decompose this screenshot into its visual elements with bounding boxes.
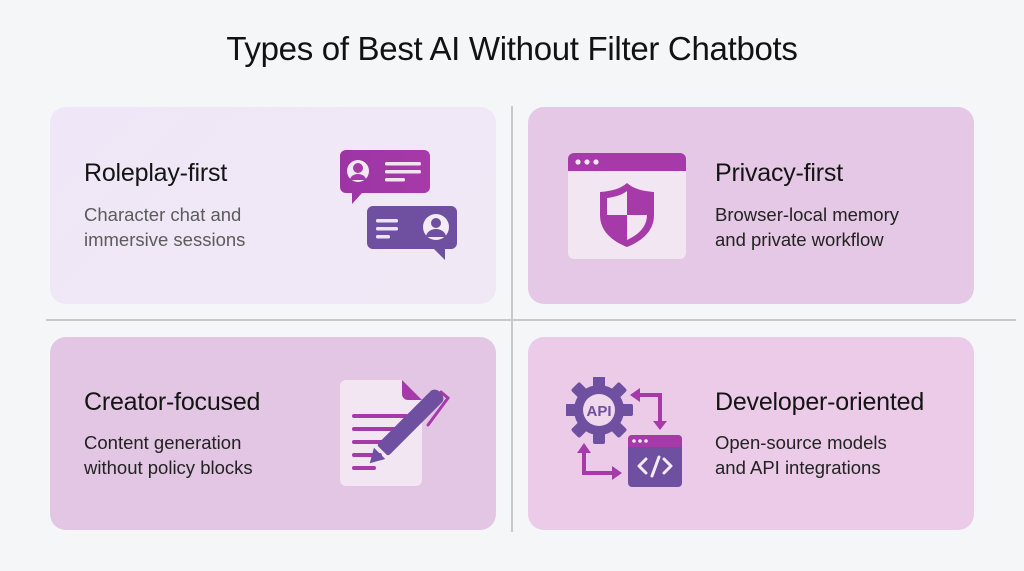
card-description-line-2: and API integrations [715,457,881,478]
card-developer-oriented: Developer-oriented Open-source models an… [528,337,974,530]
card-title: Creator-focused [84,388,261,416]
document-pen-icon [340,380,451,486]
card-description-line-1: Character chat and [84,204,242,225]
card-creator-focused: Creator-focused Content generation witho… [50,337,496,530]
api-gear-code-icon: API [566,377,682,487]
chat-bubbles-icon [340,150,457,260]
api-label: API [586,403,611,420]
page-title: Types of Best AI Without Filter Chatbots [226,30,798,67]
card-description-line-2: and private workflow [715,229,884,250]
card-roleplay-first: Roleplay-first Character chat and immers… [50,107,496,304]
card-description-line-2: without policy blocks [84,457,253,478]
card-description-line-1: Open-source models [715,432,887,453]
card-description-line-1: Content generation [84,432,242,453]
card-description-line-1: Browser-local memory [715,204,900,225]
horizontal-divider [46,319,1016,321]
card-title: Developer-oriented [715,388,925,416]
card-title: Privacy-first [715,159,843,187]
card-description-line-2: immersive sessions [84,229,246,250]
card-privacy-first: Privacy-first Browser-local memory and p… [528,107,974,304]
card-title: Roleplay-first [84,159,228,187]
browser-shield-icon [568,153,686,259]
